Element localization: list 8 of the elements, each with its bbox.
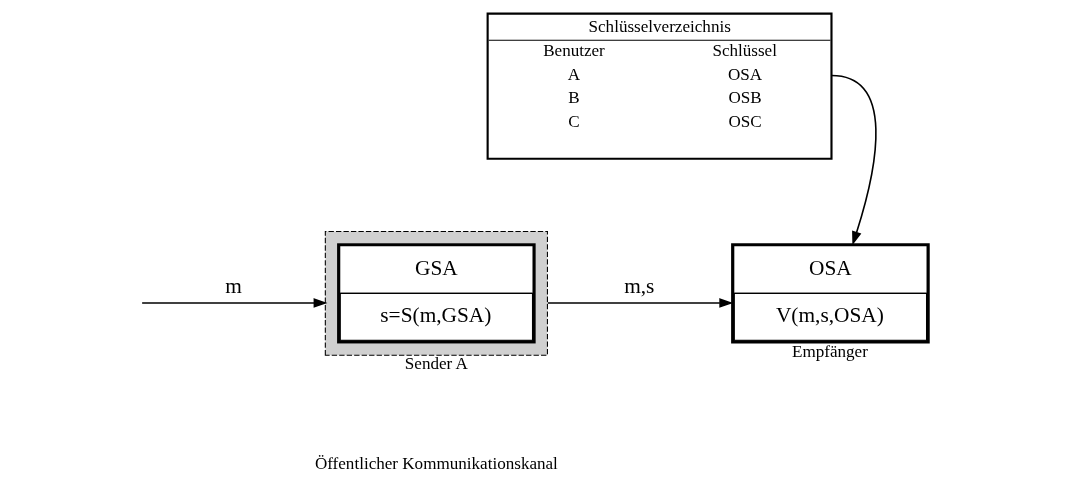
arrow bbox=[830, 74, 877, 246]
arrow bbox=[140, 298, 327, 308]
node-label: Empfänger bbox=[791, 342, 868, 362]
node-label: Sender A bbox=[404, 353, 468, 373]
edge-label: m,s bbox=[623, 274, 654, 299]
label: Öffentlicher Kommunikationskanal bbox=[314, 454, 558, 474]
arrow bbox=[546, 298, 733, 308]
edge-label: m bbox=[224, 274, 242, 299]
